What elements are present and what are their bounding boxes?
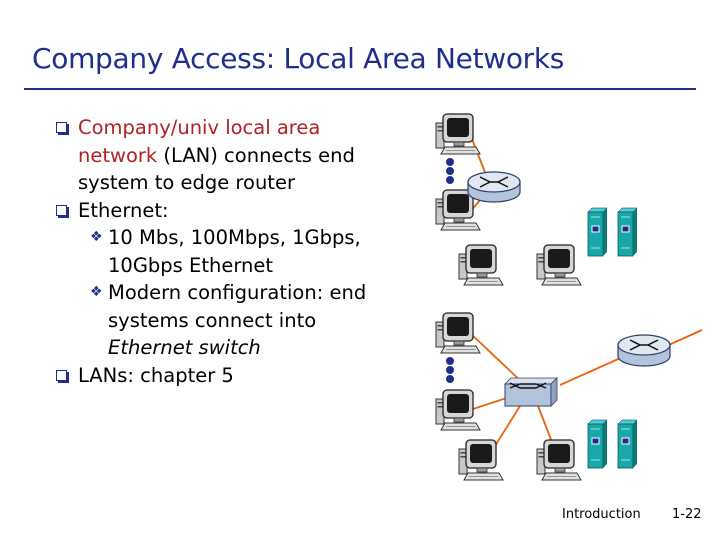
server-tower-icon <box>587 419 608 469</box>
ellipsis-dots-icon <box>446 357 454 383</box>
diamond-bullet-icon: ❖ <box>90 229 103 245</box>
bullet-ethernet: Ethernet: <box>56 197 386 225</box>
server-tower-icon <box>587 207 608 257</box>
lan-rest-text: (LAN) connects end system to edge router <box>78 143 355 195</box>
footer-page-number: 1-22 <box>672 507 702 522</box>
lan-highlight-text: Company/univ local area network <box>78 116 321 167</box>
ethernet-switch-icon <box>504 377 558 407</box>
desktop-computer-icon <box>435 113 481 155</box>
speeds-text: 10 Mbs, 100Mbps, 1Gbps, 10Gbps Ethernet <box>108 226 361 277</box>
desktop-computer-icon <box>435 312 481 354</box>
slide-title: Company Access: Local Area Networks <box>32 42 565 75</box>
title-rule <box>24 88 696 90</box>
lans-chapter-text: LANs: chapter 5 <box>78 363 234 387</box>
sub-bullet-configuration: ❖ Modern configuration: end systems conn… <box>56 279 386 362</box>
footer-section: Introduction <box>562 507 641 522</box>
desktop-computer-icon <box>458 244 504 286</box>
server-tower-icon <box>617 207 638 257</box>
server-tower-icon <box>617 419 638 469</box>
router-icon <box>467 171 521 203</box>
diamond-bullet-icon: ❖ <box>90 284 103 300</box>
bullet-square-icon <box>56 369 67 381</box>
lan-network-diagram <box>435 113 703 481</box>
bullet-square-icon <box>56 204 67 216</box>
ellipsis-dots-icon <box>446 158 454 184</box>
router-icon <box>617 334 671 367</box>
desktop-computer-icon <box>458 439 504 481</box>
bullet-lans-chapter: LANs: chapter 5 <box>56 362 386 390</box>
sub-bullet-speeds: ❖ 10 Mbs, 100Mbps, 1Gbps, 10Gbps Etherne… <box>56 224 386 279</box>
switch-italic-text: Ethernet switch <box>108 336 261 359</box>
configuration-text: Modern configuration: end systems connec… <box>108 281 367 332</box>
desktop-computer-icon <box>435 389 481 431</box>
bullet-lan: Company/univ local area network (LAN) co… <box>56 114 386 197</box>
bullet-list: Company/univ local area network (LAN) co… <box>56 114 386 389</box>
bullet-square-icon <box>56 122 67 133</box>
ethernet-label: Ethernet: <box>78 198 169 222</box>
desktop-computer-icon <box>536 244 582 286</box>
desktop-computer-icon <box>536 439 582 481</box>
